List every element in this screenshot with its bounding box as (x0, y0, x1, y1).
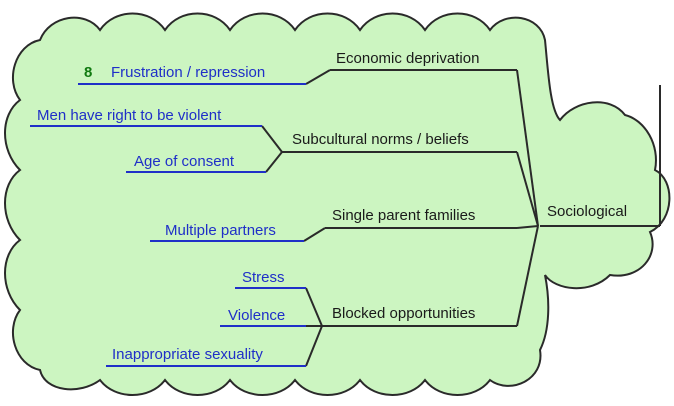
leaf-label: Age of consent (134, 153, 235, 170)
root-node-label: Sociological (547, 203, 627, 220)
leaf-multiple-partners: Multiple partners (150, 222, 304, 242)
branch-single-parent-families: Single parent families Multiple partners (150, 207, 517, 242)
branch-blocked-opportunities: Blocked opportunities Stress Violence In… (106, 269, 517, 367)
branch-connectors (516, 69, 539, 327)
leaf-label: Multiple partners (165, 222, 276, 239)
marker-icon: 8 (84, 64, 92, 81)
leaf-men-right-violent: Men have right to be violent (30, 107, 262, 127)
branch-link (265, 151, 283, 173)
cloud-shape (4, 12, 671, 396)
branch-economic-deprivation: Economic deprivation 8 Frustration / rep… (78, 50, 517, 85)
leaf-frustration-repression: 8 Frustration / repression (78, 64, 306, 85)
connector-blocked (516, 225, 539, 327)
leaf-violence: Violence (220, 307, 306, 327)
leaf-age-of-consent: Age of consent (126, 153, 266, 173)
branch-link (261, 125, 283, 153)
leaf-label: Violence (228, 307, 285, 324)
branch-subcultural-norms: Subcultural norms / beliefs Men have rig… (30, 107, 517, 173)
branch-label-single-parent-families: Single parent families (332, 207, 475, 224)
leaf-label: Inappropriate sexuality (112, 346, 263, 363)
branch-label-economic-deprivation: Economic deprivation (336, 50, 479, 67)
branch-link (305, 69, 331, 85)
leaf-label: Stress (242, 269, 285, 286)
leaf-label: Men have right to be violent (37, 107, 222, 124)
connector-economic (516, 69, 539, 227)
branch-link (305, 287, 323, 327)
connector-single-parent (516, 225, 539, 229)
branch-label-subcultural-norms: Subcultural norms / beliefs (292, 131, 469, 148)
branch-link (305, 325, 323, 367)
branch-label-blocked-opportunities: Blocked opportunities (332, 305, 475, 322)
leaf-label: Frustration / repression (111, 64, 265, 81)
leaf-inappropriate-sexuality: Inappropriate sexuality (106, 346, 306, 367)
branch-link (303, 227, 326, 242)
connector-subcultural (516, 151, 539, 227)
leaf-stress: Stress (235, 269, 306, 289)
